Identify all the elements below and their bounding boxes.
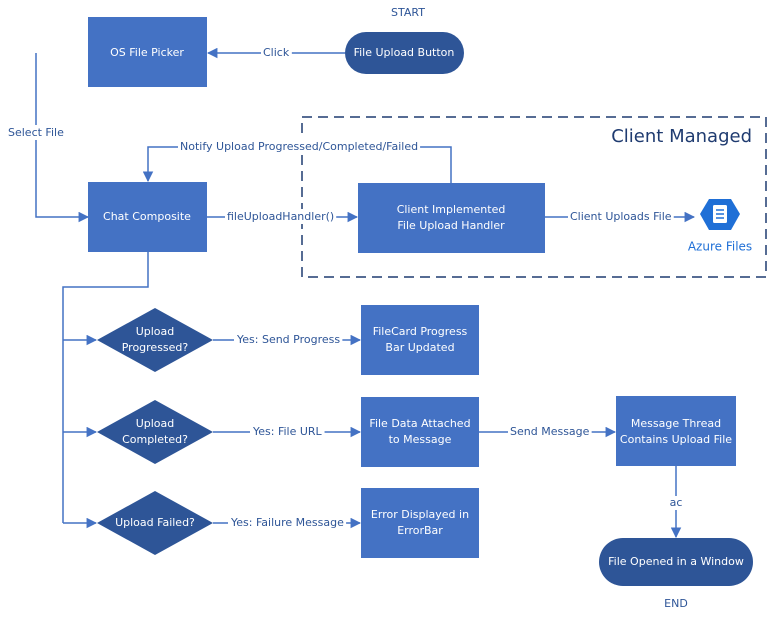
decision-upload-failed: Upload Failed? [97, 491, 213, 555]
file-upload-button-node: File Upload Button [345, 32, 464, 74]
filecard-line2: Bar Updated [385, 341, 454, 354]
azure-files-label: Azure Files [688, 240, 752, 254]
upload-completed-line2: Completed? [122, 433, 188, 446]
file-data-line1: File Data Attached [369, 417, 470, 430]
edge-failure-message-label: Yes: Failure Message [230, 516, 344, 529]
start-label: START [391, 6, 425, 19]
client-managed-group [301, 116, 767, 278]
filecard-line1: FileCard Progress [373, 325, 468, 338]
message-thread-line1: Message Thread [631, 417, 721, 430]
client-managed-title: Client Managed [611, 126, 752, 147]
decision-upload-completed: Upload Completed? [97, 400, 213, 464]
edge-notify-label: Notify Upload Progressed/Completed/Faile… [180, 140, 418, 153]
os-file-picker-label: OS File Picker [110, 46, 184, 59]
file-data-line2: to Message [389, 433, 452, 446]
client-upload-handler-node: Client Implemented File Upload Handler [358, 183, 545, 253]
upload-failed-label: Upload Failed? [115, 516, 195, 529]
file-data-attached-node: File Data Attached to Message [361, 397, 479, 467]
upload-completed-line1: Upload [136, 417, 175, 430]
edge-file-url-label: Yes: File URL [252, 425, 323, 438]
file-opened-label: File Opened in a Window [608, 555, 744, 568]
edge-click-label: Click [263, 46, 290, 59]
edge-select-file-label: Select File [8, 126, 64, 139]
error-line2: ErrorBar [397, 524, 443, 537]
filecard-progress-node: FileCard Progress Bar Updated [361, 305, 479, 375]
edge-file-upload-handler-label: fileUploadHandler() [227, 210, 334, 223]
edge-send-progress-label: Yes: Send Progress [236, 333, 340, 346]
upload-progressed-line1: Upload [136, 325, 175, 338]
edge-chat-to-decisions [62, 252, 149, 523]
edge-send-message-label: Send Message [510, 425, 590, 438]
chat-composite-label: Chat Composite [103, 210, 191, 223]
message-thread-line2: Contains Upload File [620, 433, 732, 446]
decision-upload-progressed: Upload Progressed? [97, 308, 213, 372]
error-line1: Error Displayed in [371, 508, 469, 521]
edge-ac-label: ac [670, 496, 683, 509]
error-displayed-node: Error Displayed in ErrorBar [361, 488, 479, 558]
edge-client-uploads-file-label: Client Uploads File [570, 210, 672, 223]
chat-composite-node: Chat Composite [88, 182, 207, 252]
end-label: END [664, 597, 688, 610]
file-upload-button-label: File Upload Button [354, 46, 455, 59]
message-thread-node: Message Thread Contains Upload File [616, 396, 736, 466]
azure-files-node: Azure Files [688, 199, 752, 254]
client-handler-line1: Client Implemented [397, 203, 506, 216]
file-opened-node: File Opened in a Window [599, 538, 753, 586]
edge-select-file [35, 53, 90, 223]
os-file-picker-node: OS File Picker [88, 17, 207, 87]
client-handler-line2: File Upload Handler [397, 219, 505, 232]
upload-progressed-line2: Progressed? [122, 341, 189, 354]
